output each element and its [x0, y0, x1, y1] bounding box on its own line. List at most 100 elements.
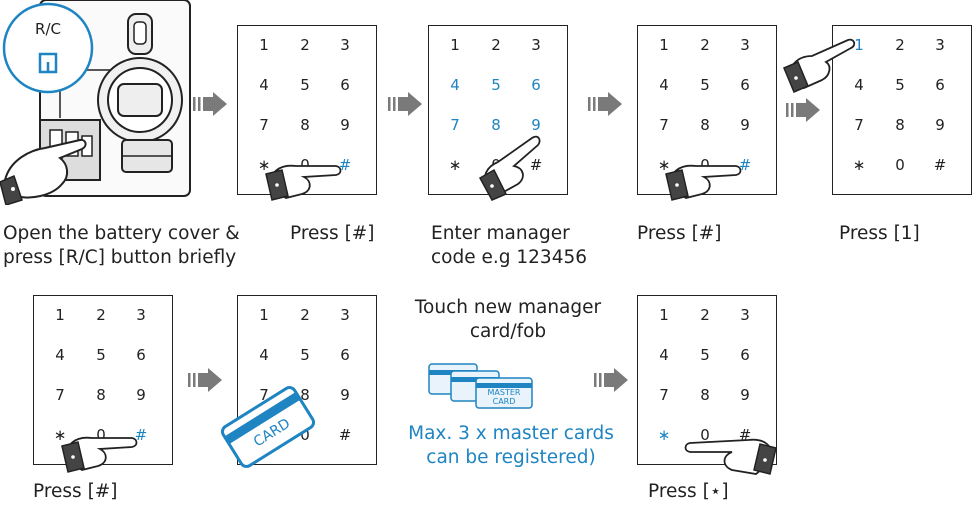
keypad-key: ∗: [53, 426, 67, 444]
pointing-hand-icon: [783, 38, 856, 93]
keypad-key: 9: [740, 116, 750, 134]
keypad-key: 4: [259, 76, 269, 94]
keypad-key: 1: [259, 36, 269, 54]
keypad-key: #: [738, 156, 752, 174]
caption-step1: Open the battery cover & press [R/C] but…: [3, 223, 240, 268]
card-icon: [218, 382, 318, 472]
keypad-key: ∗: [448, 156, 462, 174]
keypad-key: 8: [895, 116, 905, 134]
keypad-step8: [637, 295, 777, 465]
keypad-key: 4: [854, 76, 864, 94]
keypad-key: 4: [259, 346, 269, 364]
keypad-key: 6: [531, 76, 541, 94]
keypad-key: 9: [740, 386, 750, 404]
keypad-key: 4: [659, 346, 669, 364]
keypad-key: 5: [700, 346, 710, 364]
keypad-key: 4: [659, 76, 669, 94]
caption-step7-note: Max. 3 x master cards can be registered): [408, 423, 614, 468]
keypad-key: 6: [935, 76, 945, 94]
keypad-key: 9: [340, 386, 350, 404]
arrow-right-icon: [193, 92, 227, 120]
arrow-right-icon: [594, 368, 628, 396]
keypad-key: 2: [300, 36, 310, 54]
keypad-key: ∗: [852, 156, 866, 174]
keypad-key: #: [933, 156, 947, 174]
keypad-step5: [832, 25, 972, 195]
keypad-key: 1: [854, 36, 864, 54]
pointing-hand-icon: [684, 438, 777, 475]
rc-button-callout: [2, 2, 94, 94]
keypad-key: 5: [96, 346, 106, 364]
keypad-key: 9: [136, 386, 146, 404]
keypad-key: 6: [740, 76, 750, 94]
keypad-key: 9: [531, 116, 541, 134]
keypad-key: 6: [136, 346, 146, 364]
keypad-key: 8: [700, 116, 710, 134]
keypad-key: 5: [895, 76, 905, 94]
keypad-key: 2: [491, 36, 501, 54]
keypad-key: #: [338, 426, 352, 444]
keypad-key: 1: [659, 306, 669, 324]
device-illustration: [0, 0, 200, 206]
keypad-key: 2: [700, 36, 710, 54]
keypad-key: 0: [300, 426, 310, 444]
keypad-key: 1: [55, 306, 65, 324]
keypad-key: 7: [854, 116, 864, 134]
caption-step4: Press [#]: [637, 223, 722, 244]
keypad-key: 6: [340, 76, 350, 94]
keypad-key: 8: [700, 386, 710, 404]
keypad-key: 7: [450, 116, 460, 134]
keypad-key: 1: [659, 36, 669, 54]
keypad-key: 3: [740, 36, 750, 54]
caption-step6: Press [#]: [33, 481, 118, 502]
pointing-hand-icon: [265, 164, 342, 201]
keypad-key: 7: [259, 386, 269, 404]
keypad-key: 5: [300, 76, 310, 94]
arrow-right-icon: [188, 368, 222, 396]
caption-step5: Press [1]: [839, 223, 920, 244]
keypad-key: 9: [340, 116, 350, 134]
caption-step8: Press [⋆]: [648, 481, 729, 502]
keypad-key: 7: [259, 116, 269, 134]
caption-step3: Enter manager code e.g 123456: [431, 223, 588, 268]
keypad-key: 0: [895, 156, 905, 174]
keypad-key: ∗: [657, 156, 671, 174]
keypad-key: 7: [659, 116, 669, 134]
keypad-key: 9: [935, 116, 945, 134]
keypad-key: 2: [700, 306, 710, 324]
keypad-key: 6: [740, 346, 750, 364]
keypad-key: 7: [659, 386, 669, 404]
arrow-right-icon: [388, 92, 422, 120]
caption-step7: Touch new manager card/fob: [414, 297, 602, 342]
keypad-key: 2: [96, 306, 106, 324]
keypad-key: 7: [55, 386, 65, 404]
pointing-hand-icon: [61, 436, 138, 473]
keypad-key: 3: [935, 36, 945, 54]
keypad-key: 8: [96, 386, 106, 404]
keypad-key: 8: [491, 116, 501, 134]
keypad-key: ∗: [257, 156, 271, 174]
keypad-key: 6: [340, 346, 350, 364]
keypad-key: 3: [136, 306, 146, 324]
keypad-key: 3: [340, 306, 350, 324]
keypad-key: 4: [450, 76, 460, 94]
arrow-right-icon: [786, 98, 820, 126]
keypad-key: 1: [259, 306, 269, 324]
keypad-key: 4: [55, 346, 65, 364]
keypad-key: 2: [895, 36, 905, 54]
master-card-label: MASTER CARD: [487, 388, 521, 406]
caption-step2: Press [#]: [290, 223, 375, 244]
keypad-key: 8: [300, 116, 310, 134]
keypad-key: 5: [300, 346, 310, 364]
pointing-hand-icon: [665, 164, 742, 201]
keypad-key: 0: [96, 426, 106, 444]
keypad-key: 5: [491, 76, 501, 94]
keypad-key: 8: [300, 386, 310, 404]
keypad-key: 3: [531, 36, 541, 54]
keypad-key: #: [134, 426, 148, 444]
arrow-right-icon: [588, 92, 622, 120]
keypad-key: 3: [740, 306, 750, 324]
keypad-key: 1: [450, 36, 460, 54]
keypad-key: #: [529, 156, 543, 174]
